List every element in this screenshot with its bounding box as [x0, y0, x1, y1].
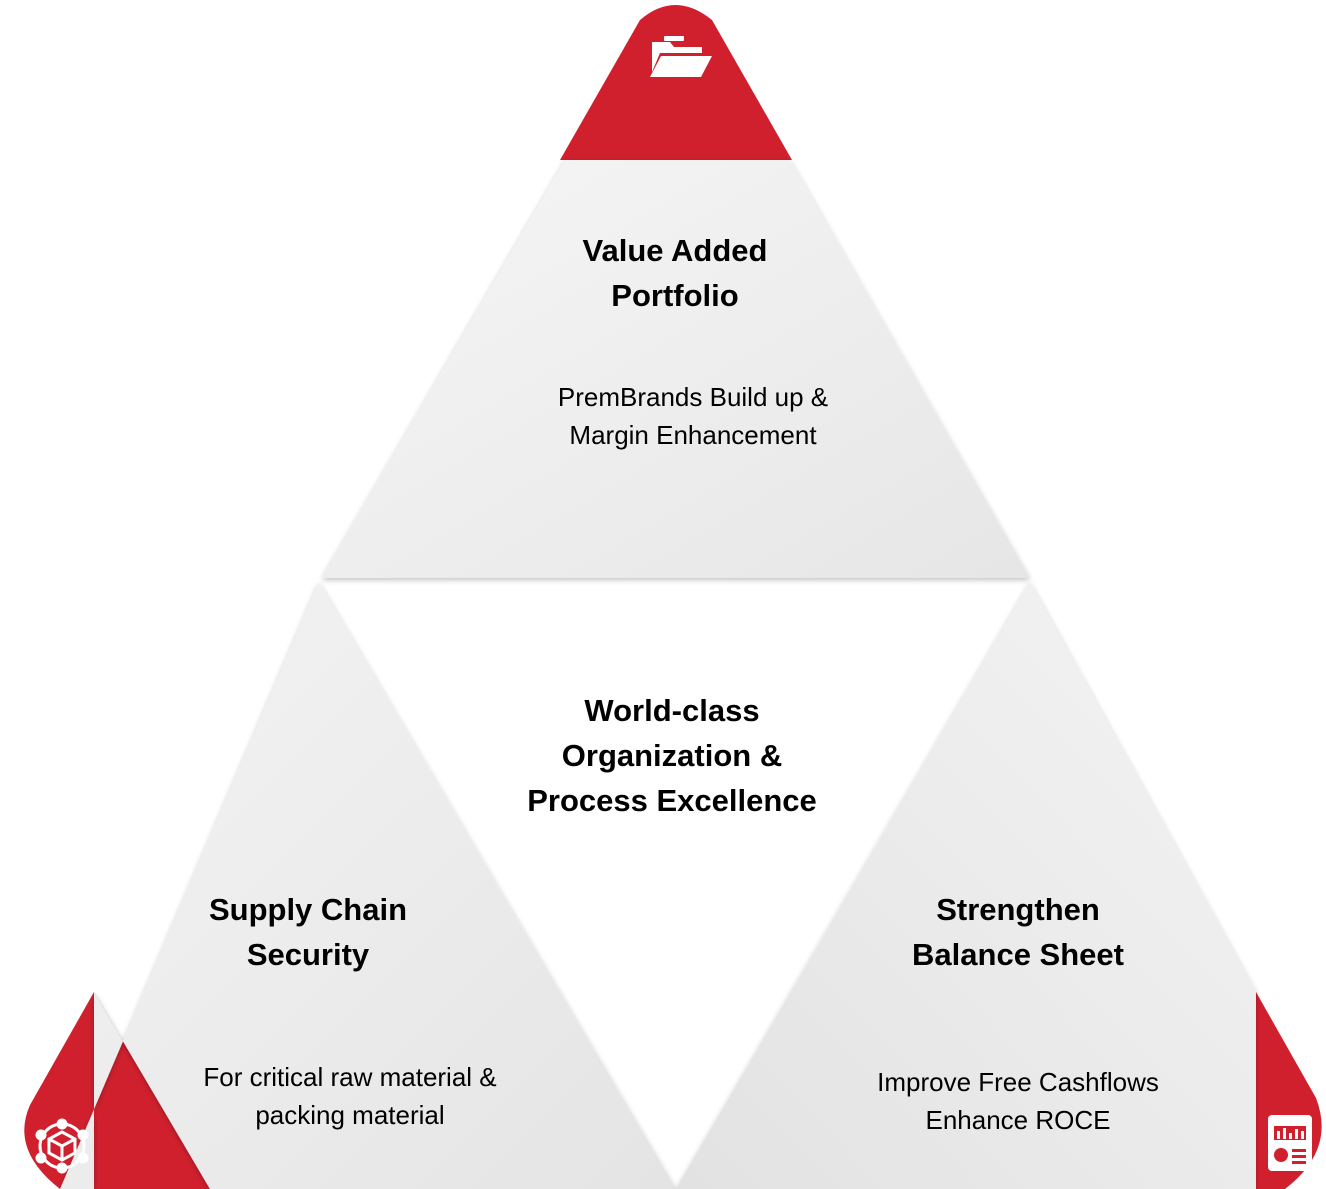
- folder-icon: [650, 36, 712, 77]
- top-panel: [322, 160, 1030, 578]
- left-description: For critical raw material & packing mate…: [203, 1062, 497, 1130]
- right-title: Strengthen Balance Sheet: [912, 892, 1124, 972]
- right-panel: [676, 582, 1256, 1189]
- report-icon: [1268, 1115, 1312, 1171]
- left-title: Supply Chain Security: [208, 892, 408, 972]
- top-description: PremBrands Build up & Margin Enhancement: [557, 382, 829, 450]
- right-description: Improve Free Cashflows Enhance ROCE: [877, 1067, 1159, 1135]
- network-cube-icon: [35, 1118, 89, 1174]
- center-title: World-class Organization & Process Excel…: [527, 693, 817, 818]
- top-corner-cap: [560, 5, 792, 160]
- left-panel: [60, 582, 676, 1189]
- top-title: Value Added Portfolio: [582, 233, 768, 313]
